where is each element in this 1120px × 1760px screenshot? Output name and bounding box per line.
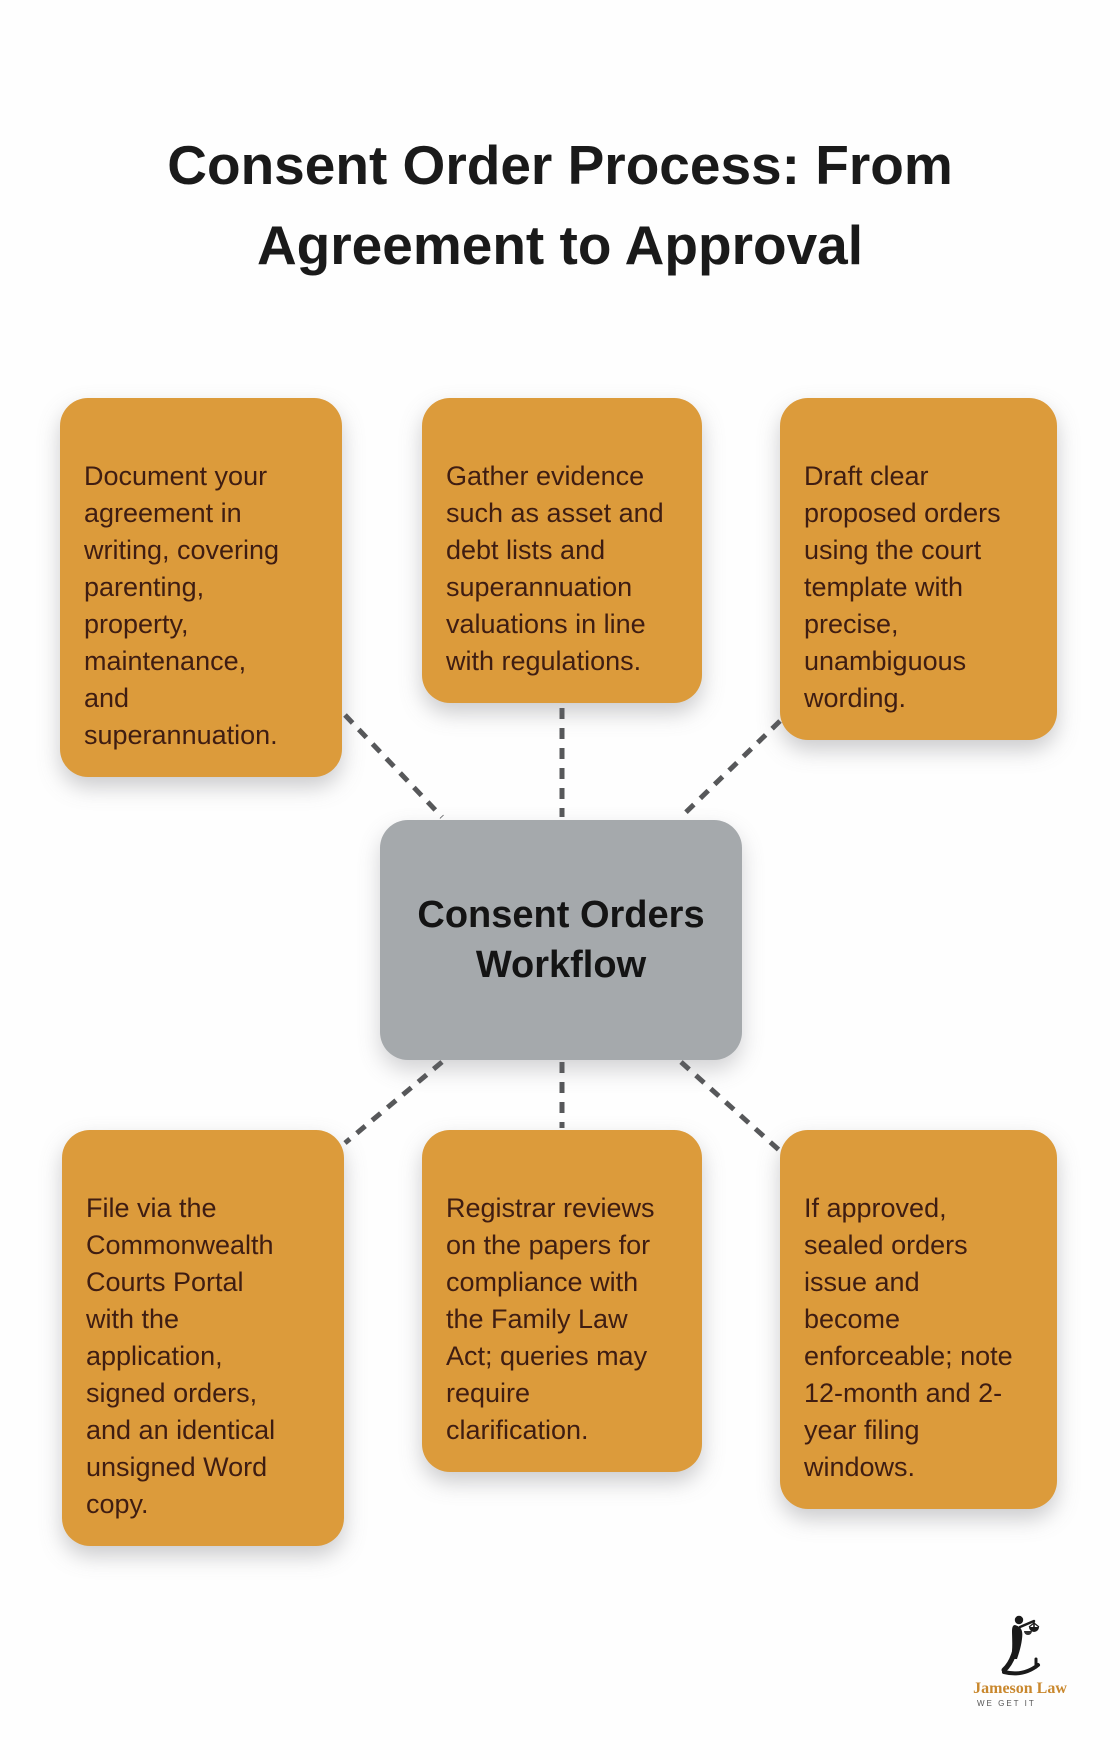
connector-center-to-approved — [679, 1060, 781, 1152]
flow-box-file-portal: File via the Commonwealth Courts Portal … — [62, 1130, 344, 1546]
flow-box-gather-evidence: Gather evidence such as asset and debt l… — [422, 398, 702, 703]
flow-box-document-agreement: Document your agreement in writing, cove… — [60, 398, 342, 777]
lady-justice-scales-icon — [1001, 1615, 1040, 1676]
flow-box-registrar-text: Registrar reviews on the papers for comp… — [446, 1193, 655, 1445]
connector-document-to-center — [343, 713, 444, 819]
flow-box-draft-orders: Draft clear proposed orders using the co… — [780, 398, 1057, 740]
flow-box-draft-text: Draft clear proposed orders using the co… — [804, 461, 1001, 713]
flow-box-approved-orders: If approved, sealed orders issue and bec… — [780, 1130, 1057, 1509]
flow-box-registrar-review: Registrar reviews on the papers for comp… — [422, 1130, 702, 1472]
flow-box-approved-text: If approved, sealed orders issue and bec… — [804, 1193, 1013, 1482]
logo-wordmark: Jameson Law — [973, 1680, 1067, 1697]
connector-center-to-file — [343, 1060, 444, 1145]
logo-tagline: WE GET IT — [977, 1699, 1036, 1708]
flow-box-document-text: Document your agreement in writing, cove… — [84, 461, 280, 750]
flow-box-file-text: File via the Commonwealth Courts Portal … — [86, 1193, 276, 1519]
flow-box-gather-text: Gather evidence such as asset and debt l… — [446, 461, 664, 676]
connector-draft-to-center — [679, 719, 782, 819]
page-title: Consent Order Process: From Agreement to… — [167, 133, 953, 276]
jameson-law-logo: Jameson Law WE GET IT — [960, 1615, 1080, 1708]
center-node-consent-orders-workflow: Consent Orders Workflow — [380, 820, 742, 1060]
center-node-label: Consent Orders Workflow — [417, 894, 705, 986]
